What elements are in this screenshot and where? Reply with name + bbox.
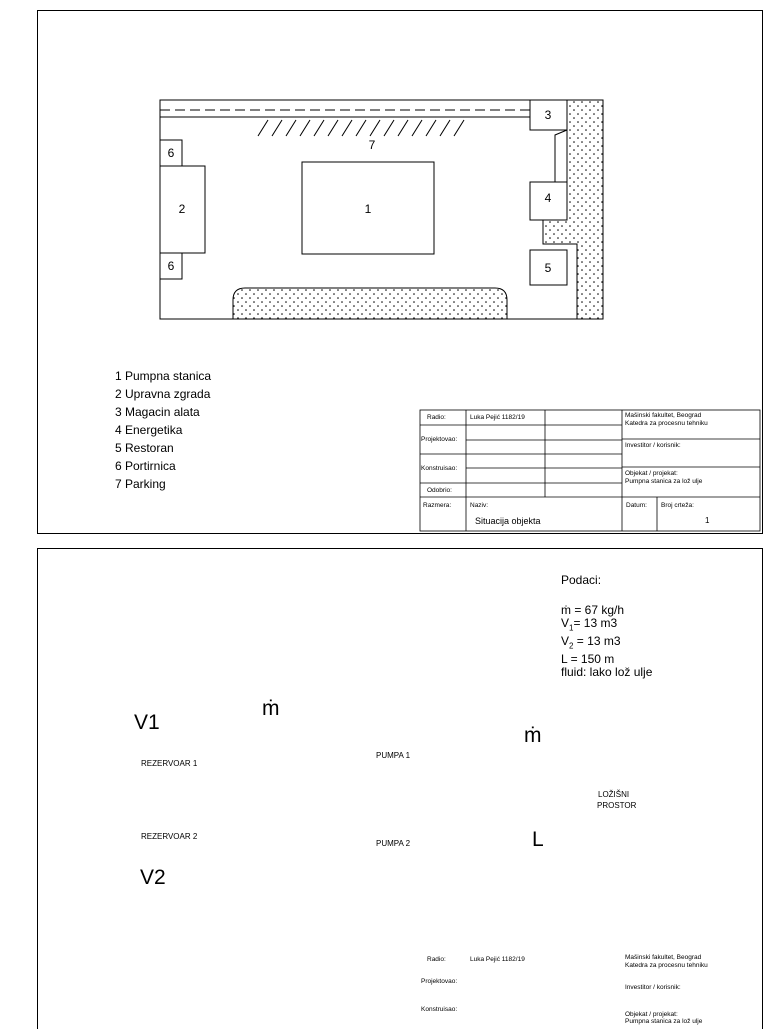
tb1-projektovao: Projektovao: <box>421 436 458 443</box>
tb1-radio: Radio: <box>427 414 446 421</box>
label-5: 5 <box>545 261 552 275</box>
legend: 1 Pumpna stanica 2 Upravna zgrada 3 Maga… <box>115 367 211 493</box>
tb1-number: 1 <box>705 516 710 525</box>
parking-hatch <box>257 119 465 137</box>
data-v1: V1= 13 m3 <box>561 616 618 633</box>
tb1-objekat2: Pumpna stanica za lož ulje <box>625 478 703 485</box>
rezervoar-1-label: REZERVOAR 1 <box>141 759 198 768</box>
label-v2: V2 <box>140 866 166 889</box>
label-3: 3 <box>545 108 552 122</box>
legend-item: 5 Restoran <box>115 441 174 455</box>
tb1-investitor: Investitor / korisnik: <box>625 442 681 449</box>
drawing-sheet-2 <box>37 548 763 1029</box>
building-1 <box>301 161 435 255</box>
tb2-objekat2: Pumpna stanica za lož ulje <box>625 1018 703 1025</box>
data-fluid: fluid: lako lož ulje <box>561 665 653 680</box>
tb2-faculty2: Katedra za procesnu tehniku <box>625 962 708 969</box>
building-5 <box>529 249 568 286</box>
label-6-bottom: 6 <box>168 259 175 273</box>
data-heading: Podaci: <box>561 573 602 587</box>
tb1-author: Luka Pejić 1182/19 <box>470 414 525 421</box>
tb2-faculty1: Mašinski fakultet, Beograd <box>625 954 702 961</box>
tb1-datum: Datum: <box>626 502 647 509</box>
data-panel: Podaci: ṁ = 67 kg/h V1= 13 m3 V2 = 13 m3… <box>561 573 653 680</box>
tb1-razmera: Razmera: <box>423 502 452 509</box>
pumpa-2-label: PUMPA 2 <box>376 839 411 848</box>
legend-item: 4 Energetika <box>115 423 183 437</box>
tb1-objekat1: Objekat / projekat: <box>625 470 678 477</box>
legend-item: 7 Parking <box>115 477 166 491</box>
legend-item: 6 Portirnica <box>115 459 176 473</box>
label-1: 1 <box>365 202 372 216</box>
tb1-faculty1: Mašinski fakultet, Beograd <box>625 412 702 419</box>
label-6-top: 6 <box>168 146 175 160</box>
building-6-top <box>159 139 183 167</box>
label-length: L <box>532 828 544 851</box>
tb1-odobrio: Odobrio: <box>427 487 452 494</box>
title-block-1-grid <box>419 409 761 532</box>
tb2-objekat1: Objekat / projekat: <box>625 1011 678 1018</box>
legend-item: 2 Upravna zgrada <box>115 387 211 401</box>
tb1-title: Situacija objekta <box>475 516 541 526</box>
green-area-bottom <box>232 287 508 320</box>
tb1-konstruisao: Konstruisao: <box>421 465 458 472</box>
data-v2: V2 = 13 m3 <box>561 633 621 651</box>
legend-item: 1 Pumpna stanica <box>115 369 212 383</box>
data-length: L = 150 m <box>561 651 615 666</box>
legend-item: 3 Magacin alata <box>115 405 200 419</box>
tb2-radio: Radio: <box>427 956 446 963</box>
lozisni-label-2: PROSTOR <box>597 801 637 810</box>
label-2: 2 <box>179 202 186 216</box>
label-v1: V1 <box>134 711 160 734</box>
drawing-sheet-1 <box>37 10 763 534</box>
building-4 <box>529 181 568 221</box>
lozisni-label-1: LOŽIŠNI <box>598 790 630 799</box>
tb2-konstruisao: Konstruisao: <box>421 1006 458 1013</box>
tb2-projektovao: Projektovao: <box>421 978 458 985</box>
tb2-author: Luka Pejić 1182/19 <box>470 956 525 963</box>
label-mass-flow-1: ṁ <box>262 697 280 720</box>
pumpa-1-label: PUMPA 1 <box>376 751 411 760</box>
rezervoar-2-label: REZERVOAR 2 <box>141 832 198 841</box>
building-6-bottom <box>159 252 183 280</box>
label-7: 7 <box>369 138 376 152</box>
building-3 <box>529 99 568 131</box>
tb1-broj: Broj crteža: <box>661 502 694 509</box>
label-4: 4 <box>545 191 552 205</box>
label-mass-flow-2: ṁ <box>524 724 542 747</box>
data-mass-flow: ṁ = 67 kg/h <box>561 602 625 617</box>
tb2-investitor: Investitor / korisnik: <box>625 984 681 991</box>
tb1-faculty2: Katedra za procesnu tehniku <box>625 420 708 427</box>
tb1-naziv: Naziv: <box>470 502 489 509</box>
